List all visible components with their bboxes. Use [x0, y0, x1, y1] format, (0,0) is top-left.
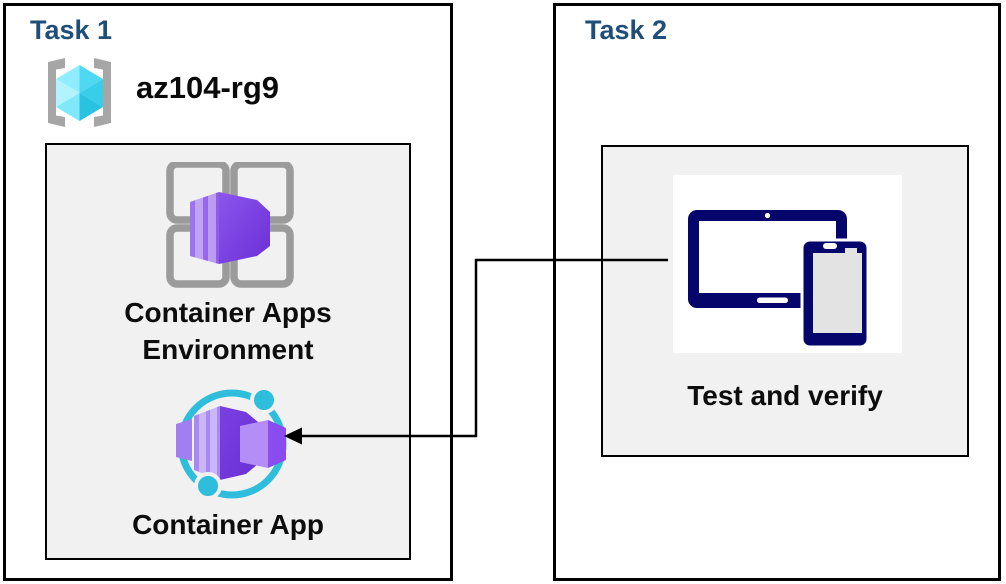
- task2-node-box: Test and verify: [601, 145, 969, 457]
- container-app-label: Container App: [132, 509, 324, 540]
- right-bracket: [94, 58, 111, 127]
- task2-panel: Task 2: [553, 3, 1001, 581]
- left-mini-container: [176, 419, 192, 461]
- tablet-and-phone-icon: [688, 210, 870, 349]
- right-mini-container: [240, 420, 286, 468]
- phone-icon: [800, 238, 870, 349]
- ring-dot-bottom: [194, 472, 222, 500]
- container-app-icon: [176, 386, 287, 500]
- resource-group-icon: [48, 58, 111, 127]
- left-bracket: [48, 58, 65, 127]
- task1-panel: Task 1 az104-rg9: [3, 3, 453, 581]
- tablet-camera-dot: [764, 212, 771, 219]
- task2-title: Task 2: [585, 15, 668, 45]
- env-label-line2: Environment: [142, 334, 314, 365]
- phone-speaker: [823, 243, 837, 249]
- container-apps-environment-label: Container Apps Environment: [47, 294, 409, 368]
- test-and-verify-label: Test and verify: [687, 380, 883, 411]
- container-box: [190, 192, 270, 264]
- env-label-line1: Container Apps: [124, 297, 332, 328]
- task1-title: Task 1: [30, 15, 113, 45]
- ring-dot-top: [250, 386, 278, 414]
- cube: [56, 65, 103, 121]
- device-icon-card: [673, 175, 902, 353]
- phone-screen: [813, 253, 862, 333]
- resource-group-name: az104-rg9: [136, 70, 280, 105]
- tablet-home-bar: [757, 297, 788, 303]
- task1-node-box: Container Apps Environment: [45, 143, 411, 560]
- container-apps-environment-icon: [166, 162, 294, 288]
